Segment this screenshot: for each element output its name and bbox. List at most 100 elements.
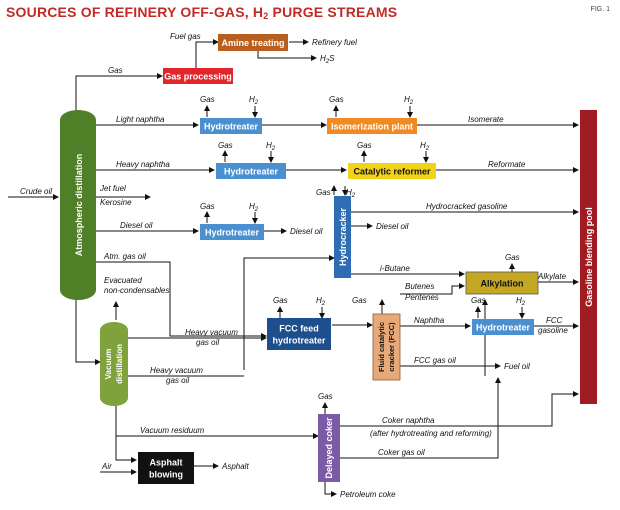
vacuum-residuum-label: Vacuum residuum [140, 426, 205, 435]
fuel-gas-label: Fuel gas [170, 32, 201, 41]
crude-oil-label: Crude oil [20, 187, 52, 196]
title-subscript: 2 [263, 11, 269, 21]
hydrocracker-label: Hydrocracker [338, 207, 348, 266]
coker-naphtha-note: (after hydrotreating and reforming) [370, 429, 492, 438]
fcc-label-2: cracker (FCC) [387, 322, 396, 372]
h2-label-ht4: H2 [516, 296, 526, 307]
vacuum-label-1: Vacuum [104, 349, 113, 380]
hydrotreater-box-3 [200, 224, 264, 240]
fcc-feed-hydrotreater-box [267, 318, 331, 350]
h2-label-fccfeed: H2 [316, 296, 326, 307]
amine-treating-label: Amine treating [221, 38, 284, 48]
isomerization-box [327, 118, 417, 134]
fcc-gasoline-label-1: FCC [546, 316, 563, 325]
vacuum-label-2: distillation [115, 344, 124, 384]
fcc-gasoline-label-2: gasoline [538, 326, 568, 335]
fuel-oil-label: Fuel oil [504, 362, 530, 371]
atm-gas-oil-line [96, 261, 267, 339]
gas-line [75, 73, 163, 112]
title-rest: PURGE STREAMS [268, 4, 398, 20]
atm-gas-oil-label: Atm. gas oil [103, 252, 146, 261]
fcc-label-1: Fluid catalytic [377, 322, 386, 372]
hydrotreater-label-4: Hydrotreater [476, 323, 531, 333]
diesel-oil-out-label-2: Diesel oil [376, 222, 409, 231]
hydrotreater-box-4 [472, 319, 534, 335]
kerosine-label: Kerosine [100, 198, 132, 207]
vacuum-distillation-column [100, 322, 128, 406]
catalytic-reformer-label: Catalytic reformer [353, 167, 431, 177]
flow-lines [8, 39, 579, 497]
reformate-label: Reformate [488, 160, 526, 169]
isomerate-label: Isomerate [468, 115, 504, 124]
hydrotreater-box-1 [200, 118, 262, 134]
asphalt-label-1: Asphalt [149, 458, 182, 468]
h2-label-reformer: H2 [420, 141, 430, 152]
gas-label-ht3: Gas [200, 202, 215, 211]
hydrocracker-box [334, 196, 351, 278]
heavy-vac-label-1a: Heavy vacuum [185, 328, 238, 337]
gasoline-pool-label: Gasoline blending pool [584, 207, 594, 307]
to-asphalt-line [115, 436, 137, 463]
gas-label-alky: Gas [505, 253, 520, 262]
coker-naphtha-line [340, 391, 579, 427]
coker-naphtha-label: Coker naphtha [382, 416, 435, 425]
petroleum-coke-label: Petroleum coke [340, 490, 396, 499]
petroleum-coke-line [324, 480, 337, 497]
heavy-naphtha-label: Heavy naphtha [116, 160, 170, 169]
coker-gas-oil-line [340, 377, 501, 459]
hydrotreater-box-2 [216, 163, 286, 179]
title-main: SOURCES OF REFINERY OFF-GAS, H [6, 4, 264, 20]
gasoline-blending-pool [580, 110, 597, 404]
butenes-line [400, 283, 465, 295]
heavy-vac-label-1b: gas oil [196, 338, 219, 347]
i-butane-label: i-Butane [380, 264, 410, 273]
gas-label-ht4: Gas [471, 296, 486, 305]
h2-label-ht2: H2 [266, 141, 276, 152]
h2-label-hc: H2 [346, 188, 356, 199]
air-label: Air [101, 462, 112, 471]
alkylation-box [465, 271, 539, 295]
alkylation-label: Alkylation [480, 279, 523, 289]
delayed-coker-label: Delayed coker [324, 417, 334, 479]
light-naphtha-label: Light naphtha [116, 115, 165, 124]
diagram-title: SOURCES OF REFINERY OFF-GAS, H2 PURGE ST… [6, 4, 397, 21]
gas-label-ht1: Gas [200, 95, 215, 104]
h2s-label: H2S [320, 54, 335, 65]
fcc-feed-label-2: hydrotreater [272, 336, 326, 346]
evacuated-label-2: non-condensables [104, 286, 169, 295]
amine-treating-box [218, 34, 288, 51]
gas-processing-box [163, 68, 233, 84]
asphalt-label-2: blowing [149, 470, 183, 480]
jet-fuel-label: Jet fuel [99, 184, 126, 193]
process-units: Amine treating Gas processing Atmospheri… [60, 34, 597, 484]
diesel-oil-out-label-1: Diesel oil [290, 227, 323, 236]
gas-label-ht2: Gas [218, 141, 233, 150]
fuel-gas-line [195, 39, 219, 68]
figure-number: FIG. 1 [590, 6, 610, 13]
hydrotreater-label-1: Hydrotreater [204, 122, 259, 132]
asphalt-blowing-box [138, 452, 194, 484]
alkylate-label: Alkylate [537, 272, 567, 281]
atmospheric-distillation-label: Atmospheric distillation [74, 154, 84, 257]
h2s-line [257, 50, 317, 61]
h2-label-ht1: H2 [249, 95, 259, 106]
naphtha-label: Naphtha [414, 316, 445, 325]
atmospheric-distillation-column [60, 110, 96, 300]
coker-gas-oil-label: Coker gas oil [378, 448, 425, 457]
hydrocracked-gasoline-label: Hydrocracked gasoline [426, 202, 508, 211]
evacuated-label-1: Evacuated [104, 276, 142, 285]
isomerization-label: Isomerization plant [331, 122, 413, 132]
heavy-vac-label-2b: gas oil [166, 376, 189, 385]
catalytic-reformer-box [348, 163, 436, 179]
to-hydrocracker-line [243, 255, 335, 370]
gas-label-coker: Gas [318, 392, 333, 401]
gas-label: Gas [108, 66, 123, 75]
asphalt-label: Asphalt [221, 462, 249, 471]
pentenes-label: Pentenes [405, 293, 439, 302]
h2-label-isom: H2 [404, 95, 414, 106]
fcc-gas-oil-label: FCC gas oil [414, 356, 456, 365]
gas-label-fccfeed: Gas [273, 296, 288, 305]
stream-labels: Fuel gas Refinery fuel H2S Gas Light nap… [20, 32, 568, 499]
h2-label-ht3: H2 [249, 202, 259, 213]
